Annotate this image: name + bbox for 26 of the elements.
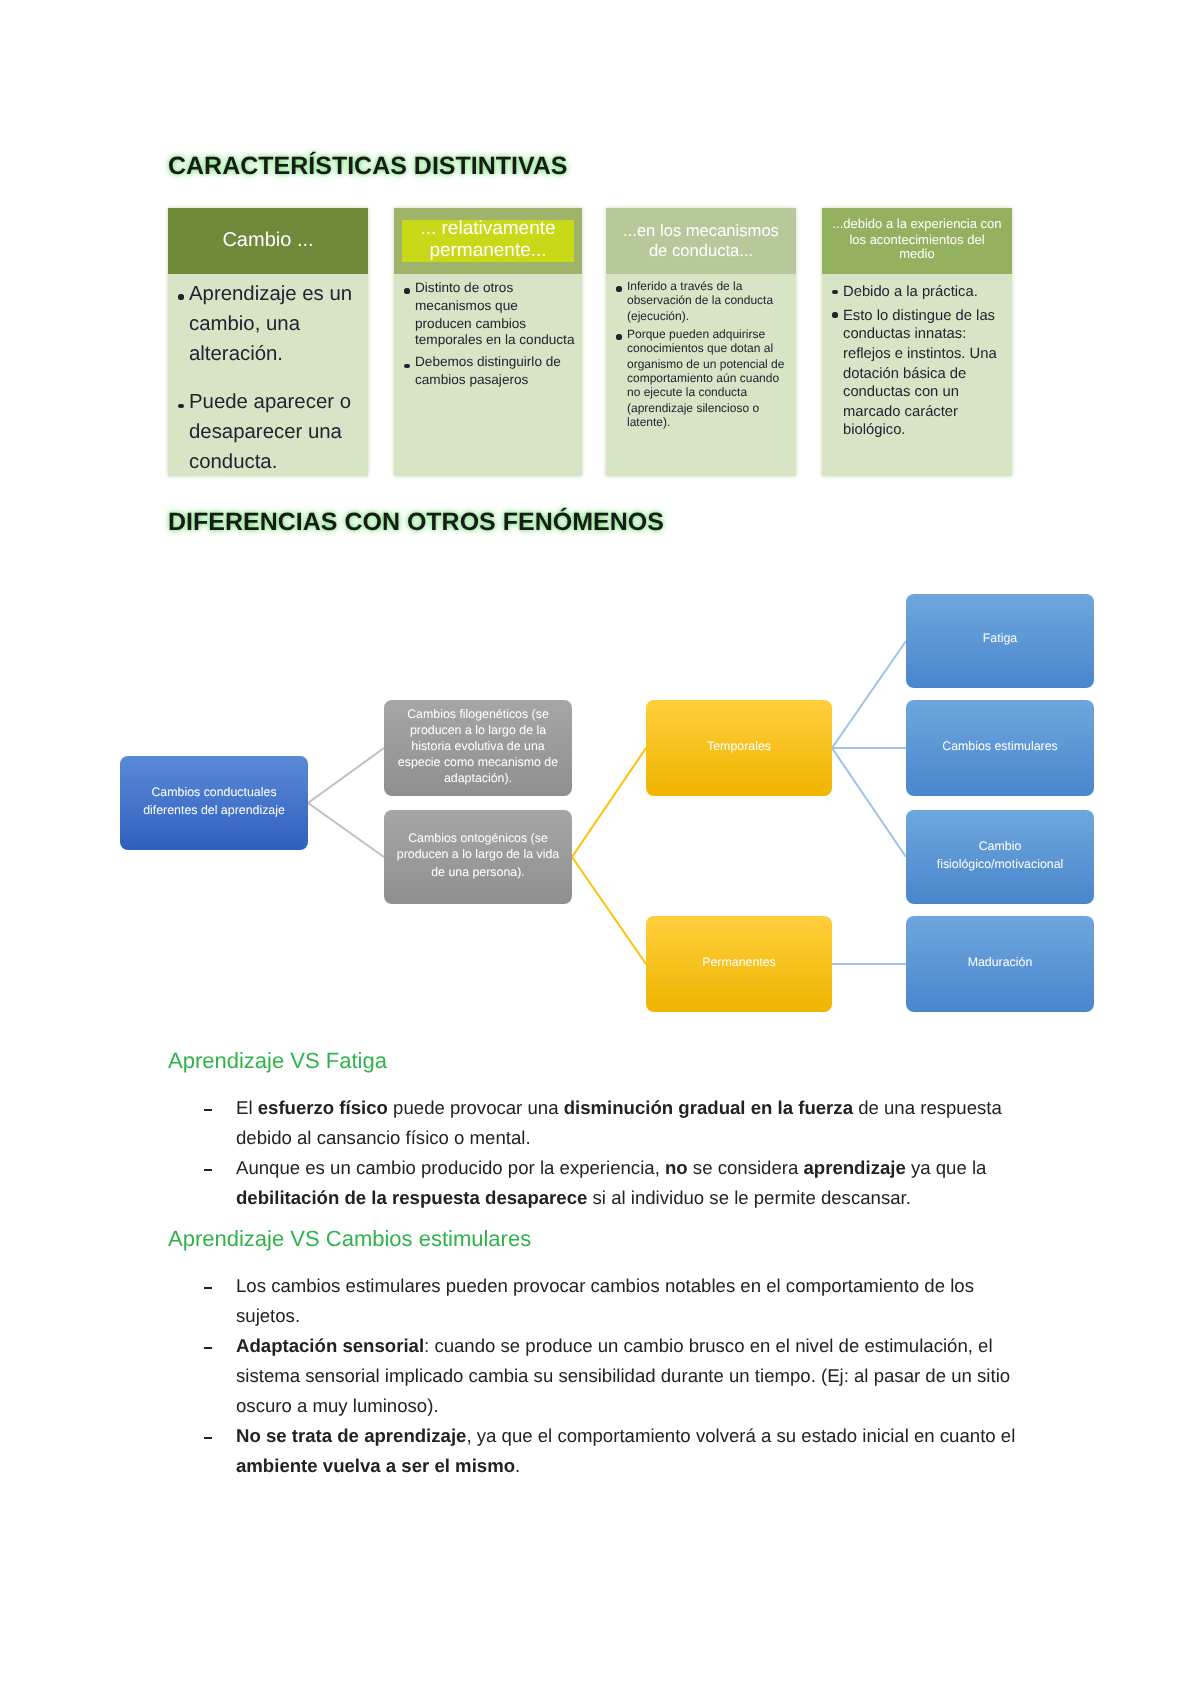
card-heading: ...en los mecanismos de conducta...: [606, 208, 796, 274]
card-heading: Cambio ...: [168, 208, 368, 274]
connector-line: [307, 802, 385, 858]
bullet-text: Aprendizaje es un cambio, una alteración.: [189, 282, 355, 370]
bullet-paragraph: No se trata de aprendizaje, ya que el comportamiento volverá a su estado inicial en cuanto el ambiente vuelva a ser el mismo.: [236, 1424, 1018, 1480]
bullet-paragraph: Aunque es un cambio producido por la experiencia, no se considera aprendizaje ya que la debilitación de la respuesta desaparece si al individuo se le permite descansar.: [236, 1156, 989, 1212]
bullet-text: Puede aparecer o desaparecer una conducta.: [189, 390, 353, 478]
connector-line: [831, 747, 907, 858]
section-heading: DIFERENCIAS CON OTROS FENÓMENOS: [168, 508, 664, 536]
connector-line: [307, 747, 385, 804]
feature-card: [822, 208, 1012, 476]
connector-line: [571, 747, 647, 858]
card-heading: ... relativamente permanente...: [394, 208, 582, 274]
connector-line: [831, 640, 907, 749]
connector-line: [571, 856, 647, 965]
bullet-paragraph: Adaptación sensorial: cuando se produce un cambio brusco en el nivel de estimulación, el sistema sensorial implicado cambia su sensibilidad durante un tiempo. (Ej: al pasar de un sitio oscuro a muy luminoso).: [236, 1334, 1013, 1420]
bullet-paragraph: Los cambios estimulares pueden provocar cambios notables en el comportamiento de los sujetos.: [236, 1274, 976, 1330]
subheading: Aprendizaje VS Fatiga: [168, 1050, 387, 1074]
section-heading: CARACTERÍSTICAS DISTINTIVAS: [168, 152, 568, 180]
connector-line: [831, 747, 907, 749]
bullet-paragraph: El esfuerzo físico puede provocar una disminución gradual en la fuerza de una respuesta debido al cansancio físico o mental.: [236, 1096, 1004, 1152]
feature-card: [606, 208, 796, 476]
subheading: Aprendizaje VS Cambios estimulares: [168, 1228, 532, 1252]
feature-card: [394, 208, 582, 476]
connector-line: [831, 963, 907, 965]
feature-card: [168, 208, 368, 476]
